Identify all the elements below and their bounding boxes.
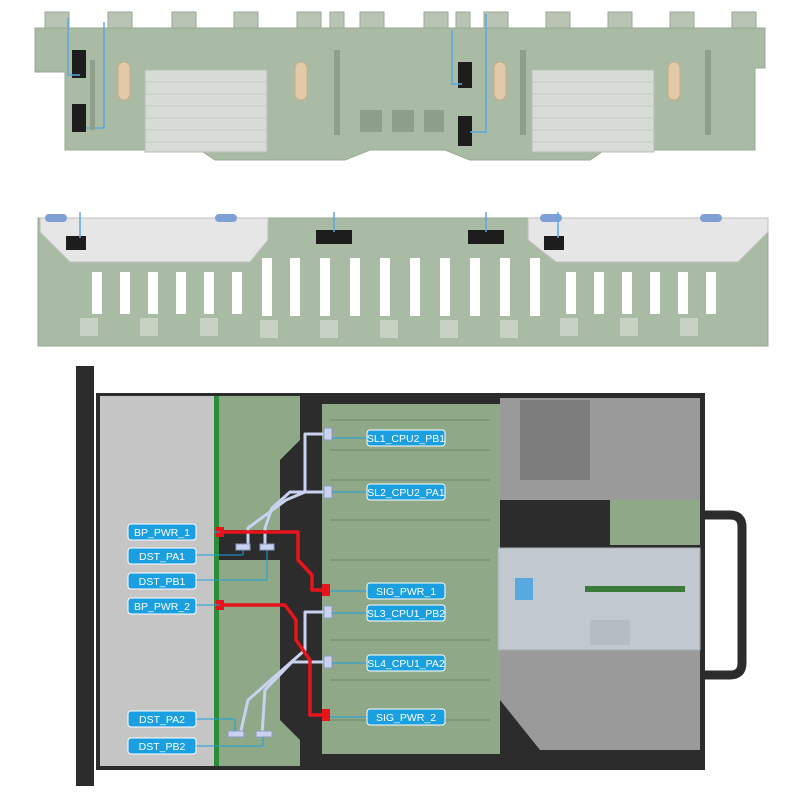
label-box-dst_pb1	[127, 572, 197, 590]
heatsink-right	[531, 69, 655, 153]
label-bp_pwr_1: BP_PWR_1	[127, 523, 197, 541]
backplane-upper	[219, 396, 300, 530]
label-text-sig_pwr_1: SIG_PWR_1	[376, 586, 436, 598]
label-text-dst_pa1: DST_PA1	[139, 551, 185, 563]
label-sig_pwr_1: SIG_PWR_1	[366, 582, 446, 600]
label-box-bp_pwr_2	[127, 597, 197, 615]
top-backplane-board	[34, 11, 766, 161]
label-dst_pa2: DST_PA2	[127, 710, 197, 728]
top-board-signal-connectors	[72, 50, 472, 146]
label-box-dst_pa2	[127, 710, 197, 728]
front-board-bracket-left	[39, 217, 269, 263]
label-sig_pwr_2: SIG_PWR_2	[366, 708, 446, 726]
label-box-sl1_cpu2_pb1	[366, 429, 446, 447]
front-bezel	[76, 366, 94, 786]
riser-cage-bottom	[500, 650, 700, 750]
power-cables	[220, 530, 326, 717]
label-text-dst_pa2: DST_PA2	[139, 714, 185, 726]
top-board-connectors	[44, 11, 757, 31]
label-text-sl1_cpu2_pb1: SL1_CPU2_PB1	[367, 433, 445, 445]
label-dst_pa1: DST_PA1	[127, 547, 197, 565]
label-box-sl2_cpu2_pa1	[366, 483, 446, 501]
front-backplane-board	[37, 212, 769, 347]
label-text-bp_pwr_1: BP_PWR_1	[134, 527, 190, 539]
front-board-power-connectors	[66, 230, 564, 250]
label-box-sl3_cpu1_pb2	[366, 604, 446, 622]
motherboard	[322, 404, 500, 754]
right-label-group: SL1_CPU2_PB1SL2_CPU2_PA1SIG_PWR_1SL3_CPU…	[366, 429, 446, 726]
label-dst_pb2: DST_PB2	[127, 737, 197, 755]
label-text-sl4_cpu1_pa2: SL4_CPU1_PA2	[367, 658, 445, 670]
label-sl2_cpu2_pa1: SL2_CPU2_PA1	[366, 483, 446, 501]
label-box-sig_pwr_2	[366, 708, 446, 726]
label-bp_pwr_2: BP_PWR_2	[127, 597, 197, 615]
left-label-group: BP_PWR_1DST_PA1DST_PB1BP_PWR_2DST_PA2DST…	[127, 523, 197, 755]
label-text-sig_pwr_2: SIG_PWR_2	[376, 712, 436, 724]
front-board-bracket-right	[527, 217, 769, 263]
front-board-slots	[92, 258, 716, 316]
label-text-sl3_cpu1_pb2: SL3_CPU1_PB2	[367, 608, 445, 620]
chassis-top-view: BP_PWR_1DST_PA1DST_PB1BP_PWR_2DST_PA2DST…	[76, 366, 747, 786]
backplane-edge	[214, 396, 219, 766]
label-text-bp_pwr_2: BP_PWR_2	[134, 601, 190, 613]
heatsink-left	[144, 69, 268, 153]
riser-board	[610, 500, 700, 545]
label-sl3_cpu1_pb2: SL3_CPU1_PB2	[366, 604, 446, 622]
label-dst_pb1: DST_PB1	[127, 572, 197, 590]
label-text-sl2_cpu2_pa1: SL2_CPU2_PA1	[367, 487, 445, 499]
label-sl1_cpu2_pb1: SL1_CPU2_PB1	[366, 429, 446, 447]
riser-release-tab	[515, 578, 533, 600]
label-box-dst_pa1	[127, 547, 197, 565]
chassis-handle	[705, 510, 747, 680]
label-text-dst_pb1: DST_PB1	[139, 576, 186, 588]
label-box-dst_pb2	[127, 737, 197, 755]
label-box-bp_pwr_1	[127, 523, 197, 541]
backplane-lower	[219, 560, 300, 766]
label-text-dst_pb2: DST_PB2	[139, 741, 186, 753]
label-leader-lines	[194, 437, 368, 747]
label-sl4_cpu1_pa2: SL4_CPU1_PA2	[366, 654, 446, 672]
label-box-sig_pwr_1	[366, 582, 446, 600]
label-box-sl4_cpu1_pa2	[366, 654, 446, 672]
